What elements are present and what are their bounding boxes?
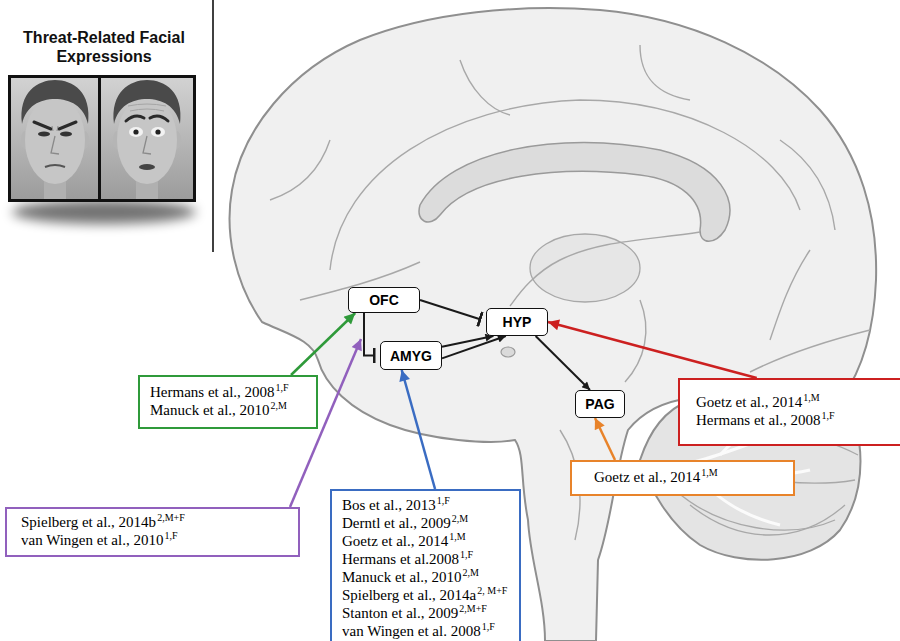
citation-text: Manuck et al., 2010 <box>342 569 462 585</box>
citation-arrow <box>548 322 757 378</box>
face-photos <box>8 75 196 224</box>
citation-superscript: 2,M <box>271 400 287 411</box>
citation-text: Hermans et al., 2008 <box>696 412 821 428</box>
citation-line: Hermans et al.20081,F <box>342 551 509 569</box>
citation-text: Goetz et al., 2014 <box>594 469 700 485</box>
citation-line: Goetz et al., 20141,M <box>594 469 771 487</box>
citation-line: van Wingen et al. 20081,F <box>342 623 509 641</box>
region-label: HYP <box>503 314 532 330</box>
region-box: OFC <box>348 287 420 313</box>
citation-arrow <box>402 370 435 489</box>
excitation-arrow <box>442 336 506 358</box>
citation-superscript: 1,F <box>460 549 473 560</box>
separator-line <box>212 0 214 252</box>
citation-text: Hermans et al., 2008 <box>150 384 275 400</box>
citation-superscript: 1,M <box>449 531 465 542</box>
region-label: OFC <box>369 292 399 308</box>
citation-line: Derntl et al., 20092,M <box>342 515 509 533</box>
citation-superscript: 2,M+F <box>459 603 487 614</box>
citation-line: Spielberg et al., 2014a2, M+F <box>342 587 509 605</box>
citation-superscript: 1,F <box>822 410 835 421</box>
citation-superscript: 2, M+F <box>477 585 507 596</box>
citation-line: Goetz et al., 20141,M <box>696 394 885 412</box>
citation-superscript: 1,F <box>164 530 177 541</box>
citation-text: Stanton et al., 2009 <box>342 605 458 621</box>
excitation-arrow <box>536 336 590 390</box>
region-label: PAG <box>585 396 614 412</box>
citation-superscript: 1,F <box>437 495 450 506</box>
citation-superscript: 1,F <box>482 621 495 632</box>
inhibition-connector <box>420 300 480 319</box>
citation-line: Manuck et al., 20102,M <box>342 569 509 587</box>
citation-box: Goetz et al., 20141,M <box>570 460 795 496</box>
brain-outline <box>230 8 877 641</box>
citation-text: van Wingen et al. 2008 <box>342 623 481 639</box>
citation-text: Hermans et al.2008 <box>342 551 459 567</box>
figure-title: Threat-Related Facial Expressions <box>4 28 204 66</box>
citation-text: Bos et al., 2013 <box>342 497 436 513</box>
inhibition-connector <box>364 313 374 356</box>
citation-text: Derntl et al., 2009 <box>342 515 451 531</box>
citation-text: Goetz et al., 2014 <box>696 394 802 410</box>
citation-box: Spielberg et al., 2014b2,M+Fvan Wingen e… <box>5 507 300 557</box>
region-box: AMYG <box>380 341 442 370</box>
citation-superscript: 2,M <box>452 513 468 524</box>
citation-text: Spielberg et al., 2014a <box>342 587 476 603</box>
citation-arrow <box>595 418 615 460</box>
citation-line: van Wingen et al., 20101,F <box>21 532 284 550</box>
citation-superscript: 2,M <box>463 567 479 578</box>
citation-line: Goetz et al., 20141,M <box>342 533 509 551</box>
region-box: HYP <box>486 308 548 336</box>
region-label: AMYG <box>390 348 432 364</box>
citation-text: Manuck et al., 2010 <box>150 402 270 418</box>
citation-box: Goetz et al., 20141,MHermans et al., 200… <box>678 378 900 446</box>
citation-line: Stanton et al., 20092,M+F <box>342 605 509 623</box>
citation-line: Hermans et al., 20081,F <box>150 384 306 402</box>
citation-superscript: 1,F <box>276 382 289 393</box>
citation-line: Bos et al., 20131,F <box>342 497 509 515</box>
citation-superscript: 2,M+F <box>157 512 185 523</box>
citation-text: Spielberg et al., 2014b <box>21 514 156 530</box>
citation-box: Hermans et al., 20081,FManuck et al., 20… <box>138 375 318 429</box>
citation-line: Hermans et al., 20081,F <box>696 412 885 430</box>
citation-line: Manuck et al., 20102,M <box>150 402 306 420</box>
citation-text: Goetz et al., 2014 <box>342 533 448 549</box>
region-box: PAG <box>575 390 625 418</box>
citation-text: van Wingen et al., 2010 <box>21 532 163 548</box>
excitation-arrow <box>442 336 493 347</box>
citation-box: Bos et al., 20131,FDerntl et al., 20092,… <box>330 489 521 641</box>
citation-arrow <box>291 313 355 375</box>
citation-line: Spielberg et al., 2014b2,M+F <box>21 514 284 532</box>
citation-superscript: 1,M <box>803 392 819 403</box>
citation-superscript: 1,M <box>701 467 717 478</box>
